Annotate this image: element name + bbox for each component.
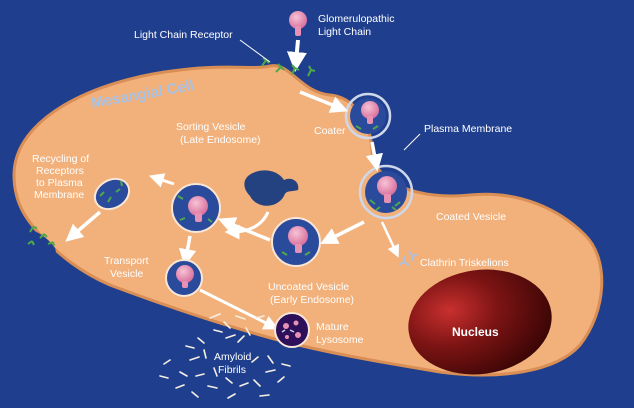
plasma-membrane-label: Plasma Membrane: [424, 123, 512, 135]
coated-vesicle: [360, 166, 412, 218]
sorting-vesicle-label-line1: Sorting Vesicle: [176, 121, 246, 133]
glomerulopathic-label-line2: Light Chain: [318, 26, 371, 38]
recycling-label-line4: Membrane: [34, 189, 84, 201]
coater-vesicle: [346, 94, 390, 138]
mature-lysosome-label-line2: Lysosome: [316, 334, 364, 346]
transport-vesicle-label-line2: Vesicle: [110, 268, 143, 280]
arrow-light-chain-in: [296, 40, 298, 62]
uncoated-vesicle-label-line2: (Early Endosome): [270, 294, 354, 306]
uncoated-vesicle: [272, 218, 320, 266]
coated-vesicle-label: Coated Vesicle: [436, 211, 506, 223]
sorting-vesicle: [172, 184, 220, 232]
glomerulopathic-label-line1: Glomerulopathic: [318, 13, 394, 25]
light-chain-receptor-label: Light Chain Receptor: [134, 29, 233, 41]
coater-label: Coater: [314, 125, 346, 137]
recycling-label-line2: Receptors: [36, 165, 84, 177]
amyloid-label-line2: Fibrils: [218, 364, 246, 376]
sorting-vesicle-label-line2: (Late Endosome): [180, 134, 261, 146]
mature-lysosome-label-line1: Mature: [316, 321, 349, 333]
recycling-label-line3: to Plasma: [36, 177, 83, 189]
mature-lysosome: [275, 313, 309, 347]
recycling-label-line1: Recycling of: [32, 153, 89, 165]
nucleus-label: Nucleus: [452, 325, 499, 339]
transport-vesicle-label-line1: Transport: [104, 255, 149, 267]
clathrin-label: Clathrin Triskelions: [420, 257, 509, 269]
amyloid-label-line1: Amyloid: [214, 351, 252, 363]
light-chain-stem: [295, 26, 301, 36]
uncoated-vesicle-label-line1: Uncoated Vesicle: [268, 281, 349, 293]
transport-vesicle: [166, 260, 202, 296]
